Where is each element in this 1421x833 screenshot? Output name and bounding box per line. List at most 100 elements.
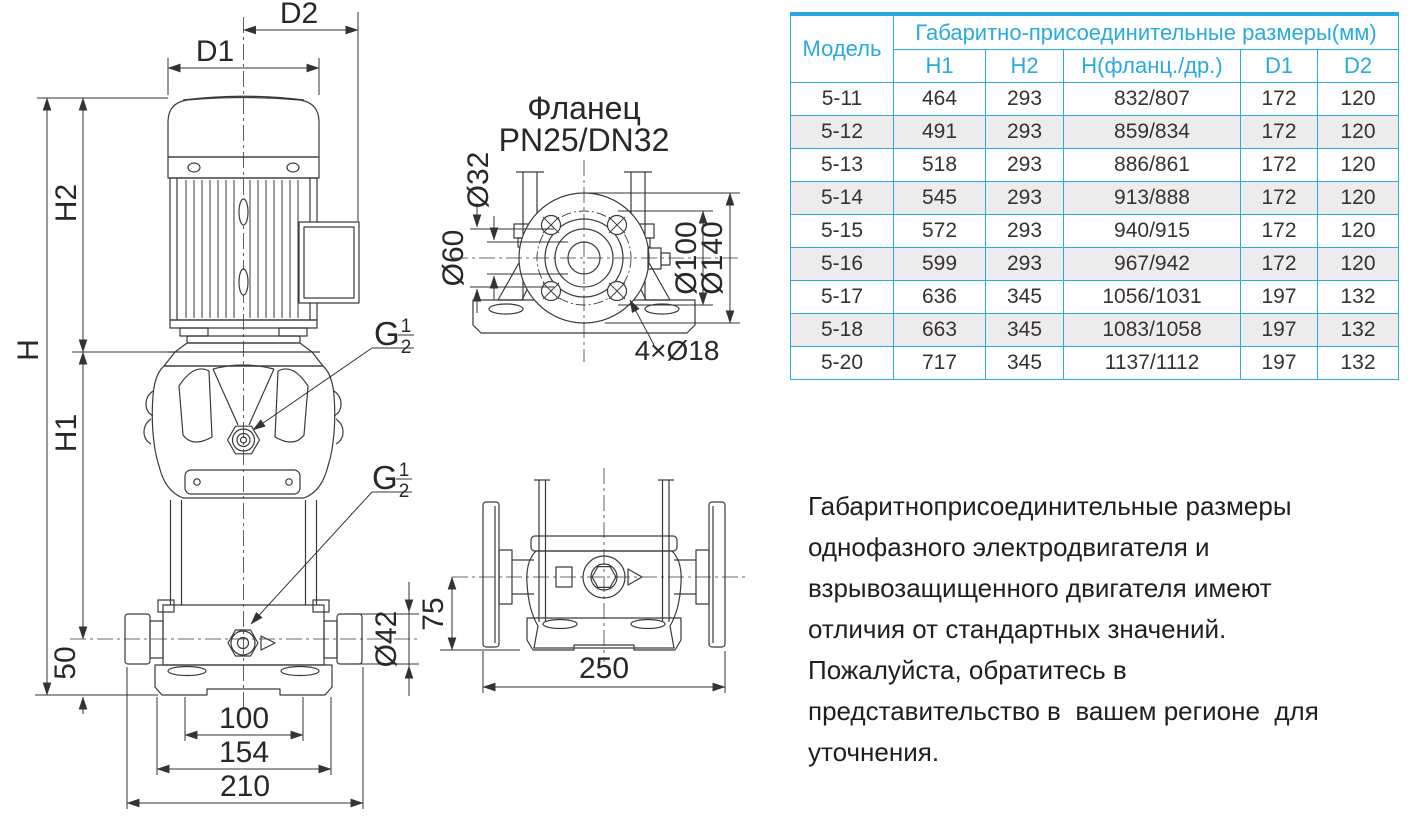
cell-h2: 293: [985, 82, 1064, 116]
cell-d2: 120: [1316, 115, 1400, 149]
cell-d2: 120: [1316, 148, 1400, 182]
cell-h1: 636: [893, 280, 986, 314]
cell-d2: 120: [1316, 247, 1400, 281]
table-row: 5-11 464 293 832/807 172 120: [790, 82, 1400, 116]
header-h2: H2: [985, 49, 1064, 83]
cell-d1: 172: [1240, 214, 1318, 248]
flange-centerlines: [452, 160, 742, 362]
cell-h1: 545: [893, 181, 986, 215]
cell-d2: 120: [1316, 82, 1400, 116]
flange-view: [452, 160, 742, 362]
table-row: 5-15 572 293 940/915 172 120: [790, 214, 1400, 248]
cell-h2: 293: [985, 115, 1064, 149]
dim-label-bolt-holes: 4×Ø18: [635, 335, 720, 366]
side-view-dimensions: [440, 576, 726, 693]
header-h1: H1: [893, 49, 986, 83]
cell-h2: 345: [985, 313, 1064, 347]
cell-model: 5-14: [790, 181, 894, 215]
dim-label-250: 250: [579, 652, 629, 685]
priming-port-nut: [226, 425, 261, 455]
side-tie-rods: [534, 479, 674, 622]
cell-h-flange: 913/888: [1063, 181, 1241, 215]
flange-title-line2: PN25/DN32: [499, 122, 670, 158]
drain-plug-nut: [227, 629, 276, 657]
cell-h-flange: 886/861: [1063, 148, 1241, 182]
note-line: представительство в вашем регионе для: [808, 696, 1319, 726]
dim-label-100: 100: [219, 702, 269, 735]
motor-body: [169, 177, 318, 337]
pump-head: [143, 364, 344, 499]
technical-drawing: H H2 H1 50 D1 D2 Ø42 100 154 210 G 1 2 G…: [12, 0, 748, 809]
motor-terminal-box: [298, 221, 360, 304]
dim-label-210: 210: [220, 770, 270, 803]
flange-dimensions: [470, 192, 740, 346]
dim-label-dia42: Ø42: [370, 611, 403, 668]
note-line: Пожалуйста, обратитесь в: [808, 655, 1127, 685]
cell-d2: 120: [1316, 181, 1400, 215]
cell-h2: 293: [985, 214, 1064, 248]
g-half-callout-bottom: G 1 2: [372, 459, 409, 502]
g-half-numerator: 1: [401, 316, 412, 337]
cell-h1: 518: [893, 148, 986, 182]
cell-d1: 197: [1240, 280, 1318, 314]
cell-h1: 491: [893, 115, 986, 149]
dim-label-h: H: [12, 339, 45, 361]
cell-d2: 132: [1316, 280, 1400, 314]
pump-base: [124, 599, 363, 696]
pump-front-labels: H H2 H1 50 D1 D2 Ø42 100 154 210 G 1 2 G…: [12, 0, 411, 803]
dim-label-d2: D2: [280, 0, 318, 30]
cell-h1: 464: [893, 82, 986, 116]
dim-label-dia60: Ø60: [437, 230, 470, 287]
table-row: 5-14 545 293 913/888 172 120: [790, 181, 1400, 215]
header-d2: D2: [1316, 49, 1400, 83]
cell-model: 5-18: [790, 313, 894, 347]
cell-h1: 599: [893, 247, 986, 281]
dim-label-154: 154: [219, 736, 269, 769]
table-row: 5-20 717 345 1137/1112 197 132: [790, 346, 1400, 380]
table-row: 5-13 518 293 886/861 172 120: [790, 148, 1400, 182]
flange-bolt-holes: [540, 214, 628, 302]
tie-rods: [169, 500, 318, 605]
cell-model: 5-12: [790, 115, 894, 149]
dim-label-h1: H1: [50, 414, 83, 452]
dim-label-dia100: Ø100: [670, 221, 703, 294]
g-half-denominator: 2: [399, 481, 410, 502]
table-row: 5-12 491 293 859/834 172 120: [790, 115, 1400, 149]
cell-d1: 197: [1240, 346, 1318, 380]
cell-model: 5-13: [790, 148, 894, 182]
dim-label-h2: H2: [50, 184, 83, 222]
cell-h2: 293: [985, 181, 1064, 215]
pump-side-view: [452, 468, 748, 662]
cell-h-flange: 832/807: [1063, 82, 1241, 116]
cell-h-flange: 940/915: [1063, 214, 1241, 248]
side-base: [526, 617, 682, 651]
header-h-flange: Н(фланц./др.): [1063, 49, 1241, 83]
g-half-callout-top: G 1 2: [374, 315, 411, 358]
cell-d1: 172: [1240, 181, 1318, 215]
cell-d1: 172: [1240, 148, 1318, 182]
cell-h1: 717: [893, 346, 986, 380]
cell-h2: 293: [985, 148, 1064, 182]
cell-d1: 172: [1240, 247, 1318, 281]
header-model: Модель: [790, 13, 894, 83]
g-half-symbol: G: [374, 315, 400, 352]
dim-label-d1: D1: [196, 35, 234, 68]
pump-front-dimensions: [35, 12, 419, 809]
cell-model: 5-17: [790, 280, 894, 314]
cell-d1: 172: [1240, 82, 1318, 116]
cell-model: 5-20: [790, 346, 894, 380]
cell-h-flange: 967/942: [1063, 247, 1241, 281]
cell-h1: 663: [893, 313, 986, 347]
cell-d2: 132: [1316, 346, 1400, 380]
note-line: однофазного электродвигателя и: [808, 532, 1210, 562]
note-line: уточнения.: [808, 737, 940, 767]
note-line: отличия от стандартных значений.: [808, 614, 1227, 644]
table-row: 5-18 663 345 1083/1058 197 132: [790, 313, 1400, 347]
g-half-numerator: 1: [399, 460, 410, 481]
header-group: Габаритно-присоединительные размеры(мм): [892, 13, 1400, 50]
flange-labels: Фланец PN25/DN32 Ø32 Ø60 Ø100 Ø140 4×Ø18: [437, 90, 729, 366]
cell-h-flange: 859/834: [1063, 115, 1241, 149]
cell-h-flange: 1056/1031: [1063, 280, 1241, 314]
dim-label-dia140: Ø140: [696, 221, 729, 294]
